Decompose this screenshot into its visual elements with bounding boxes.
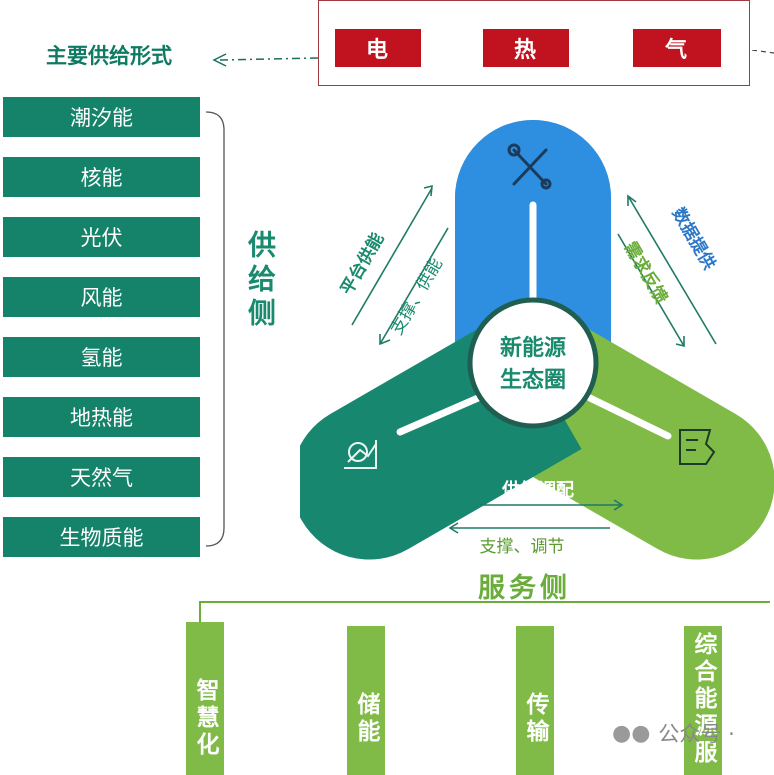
form-heat: 热 [483,29,569,67]
service-item-transmission-label: 传输 [522,692,548,746]
supply-bracket [205,111,225,547]
wechat-icon: ●● [612,720,651,746]
green-slot [586,394,672,440]
right-arrows [617,194,717,348]
service-item-transmission: 传输 [516,626,554,775]
left-outer-label: 平台供能 [336,229,388,298]
service-bracket [199,601,770,626]
ecosystem-diagram: 新能源 生态圈 平台供能 支撑、供能 数据提供 需求反馈 供给调配 支撑、调节 [300,120,774,560]
service-item-smart: 智慧化 [186,622,224,775]
center-circle [467,297,599,429]
forms-connector-arrow [212,50,774,67]
service-item-storage-label: 储能 [353,692,379,746]
bottom-arrows [448,499,624,534]
service-side-title: 服务侧 [478,573,571,604]
form-electricity: 电 [335,29,421,67]
supply-item-hydrogen: 氢能 [3,337,200,377]
bottom-outer-label: 供给调配 [501,479,574,501]
supply-item-solar: 光伏 [3,217,200,257]
left-inner-label: 支撑、供能 [387,255,447,339]
supply-item-nuclear: 核能 [3,157,200,197]
left-arrows [351,184,449,346]
bottom-inner-label: 支撑、调节 [480,537,565,557]
center-label-line2: 生态圈 [500,367,566,393]
supply-item-biomass: 生物质能 [3,517,200,557]
watermark-text: 公众号 · [658,722,735,746]
document-icon [679,429,716,465]
form-gas: 气 [633,29,721,67]
service-item-integrated-label: 综合能源服 [690,632,716,767]
right-inner-label: 需求反馈 [620,238,672,307]
supply-item-geothermal: 地热能 [3,397,200,437]
service-item-smart-label: 智慧化 [192,678,218,759]
teal-slot [396,394,482,436]
supply-item-wind: 风能 [3,277,200,317]
right-outer-label: 数据提供 [668,204,720,273]
watermark: ●● 公众号 · [612,718,735,748]
forms-box: 电 热 气 [318,0,750,86]
service-item-integrated: 综合能源服 [684,626,722,775]
service-item-storage: 储能 [347,626,385,775]
supply-side-label: 供给侧 [244,230,277,332]
chart-icon [344,440,377,469]
forms-title: 主要供给形式 [46,44,172,68]
tools-icon [507,143,552,190]
supply-item-tidal: 潮汐能 [3,97,200,137]
supply-item-natural-gas: 天然气 [3,457,200,497]
center-label-line1: 新能源 [500,335,566,361]
